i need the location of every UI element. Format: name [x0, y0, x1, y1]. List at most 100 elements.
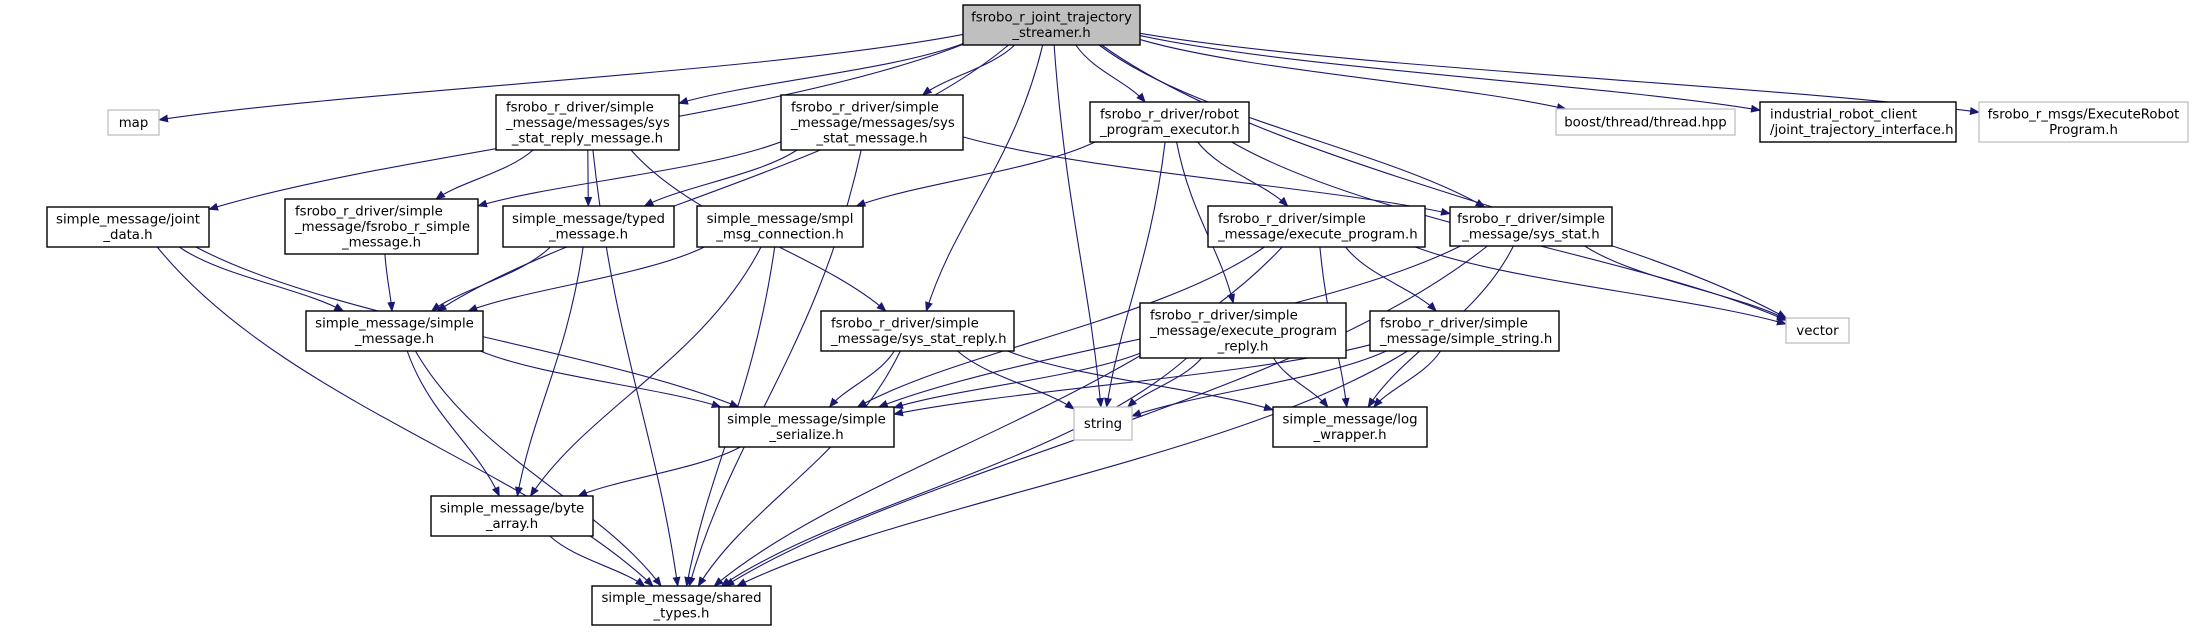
- node-execute-program-reply[interactable]: fsrobo_r_driver/simple_message/execute_p…: [1139, 302, 1347, 359]
- node-label-line: _message/sys_stat_reply.h: [830, 332, 1007, 347]
- edge-simple_string-to-shared_types: [736, 350, 1408, 587]
- node-label-line: _msg_connection.h: [715, 228, 844, 243]
- edge-root-to-map: [158, 33, 964, 123]
- edge-root-to-sys_stat: [1098, 44, 1486, 208]
- node-map: map: [107, 109, 160, 136]
- node-label-line: industrial_robot_client: [1770, 108, 1917, 123]
- node-box: [107, 109, 160, 136]
- edge-sys_stat_reply-to-simple_serialize: [828, 350, 895, 408]
- node-box: [1759, 101, 1957, 143]
- node-box: [430, 495, 594, 537]
- node-label-line: _message/messages/sys: [790, 116, 955, 131]
- node-label-line: _streamer.h: [1011, 26, 1090, 41]
- node-label-line: string: [1084, 417, 1122, 432]
- node-label-line: fsrobo_r_driver/robot: [1100, 108, 1239, 123]
- node-box: [780, 94, 964, 151]
- edge-root-to-robot_program_executor: [1075, 44, 1146, 103]
- node-typed-message[interactable]: simple_message/typed_message.h: [502, 205, 675, 248]
- node-fsrobo-r-simple-message[interactable]: fsrobo_r_driver/simple_message/fsrobo_r_…: [284, 198, 479, 255]
- node-box: [1449, 206, 1613, 247]
- edge-joint_data-to-shared_types: [156, 246, 654, 587]
- node-label-line: _stat_message.h: [815, 131, 927, 146]
- edge-simple_message-to-shared_types: [414, 350, 662, 587]
- node-sys-stat[interactable]: fsrobo_r_driver/simple_message/sys_stat.…: [1449, 206, 1613, 247]
- node-simple-message[interactable]: simple_message/simple_message.h: [305, 310, 484, 352]
- node-boost-thread: boost/thread/thread.hpp: [1555, 108, 1736, 136]
- node-label-line: _message/fsrobo_r_simple: [294, 220, 470, 235]
- edge-robot_program_executor-to-smpl_msg_connection: [855, 141, 1096, 207]
- node-box: [718, 406, 895, 448]
- node-box: [1272, 406, 1428, 448]
- node-label-line: fsrobo_r_driver/simple: [506, 100, 654, 115]
- node-label-line: simple_message/simple: [727, 413, 886, 428]
- node-robot-program-executor[interactable]: fsrobo_r_driver/robot_program_executor.h: [1089, 101, 1250, 143]
- edge-simple_string-to-log_wrapper: [1373, 350, 1442, 408]
- edge-execute_program-to-vector: [1415, 246, 1787, 326]
- node-label-line: fsrobo_r_joint_trajectory: [971, 11, 1132, 26]
- node-sys-stat-message[interactable]: fsrobo_r_driver/simple_message/messages/…: [780, 94, 964, 151]
- edge-execute_program_reply-to-simple_serialize: [893, 352, 1141, 409]
- node-execute-program[interactable]: fsrobo_r_driver/simple_message/execute_p…: [1207, 205, 1426, 248]
- node-label-line: simple_message/typed: [512, 212, 665, 227]
- node-box: [1073, 406, 1133, 441]
- node-label-line: fsrobo_r_driver/simple: [791, 100, 939, 115]
- node-box: [1978, 101, 2189, 143]
- node-root[interactable]: fsrobo_r_joint_trajectory_streamer.h: [962, 4, 1141, 46]
- edge-sys_stat_reply_message-to-typed_message: [584, 149, 593, 207]
- node-box: [1785, 317, 1850, 344]
- node-sys-stat-reply-message[interactable]: fsrobo_r_driver/simple_message/messages/…: [495, 94, 680, 151]
- edge-execute_program-to-simple_string: [1345, 246, 1437, 312]
- node-box: [962, 4, 1141, 46]
- node-sys-stat-reply[interactable]: fsrobo_r_driver/simple_message/sys_stat_…: [820, 310, 1015, 352]
- node-box: [1089, 101, 1250, 143]
- node-box: [46, 206, 210, 248]
- node-smpl-msg-connection[interactable]: simple_message/smpl_msg_connection.h: [696, 205, 864, 248]
- edge-smpl_msg_connection-to-byte_array: [529, 246, 762, 497]
- node-label-line: _message.h: [341, 235, 421, 250]
- edge-simple_message-to-byte_array: [406, 350, 500, 497]
- edge-root-to-sys_stat_reply: [925, 44, 1044, 312]
- node-log-wrapper[interactable]: simple_message/log_wrapper.h: [1272, 406, 1428, 448]
- node-box: [1139, 302, 1347, 359]
- node-label-line: _message/sys_stat.h: [1461, 228, 1599, 243]
- node-box: [1369, 310, 1560, 352]
- node-box: [495, 94, 680, 151]
- edge-robot_program_executor-to-execute_program: [1197, 141, 1289, 207]
- node-joint-data[interactable]: simple_message/joint_data.h: [46, 206, 210, 248]
- edges-layer: [156, 32, 1980, 587]
- node-label-line: _data.h: [102, 228, 152, 243]
- node-label-line: _message/execute_program.h: [1217, 228, 1418, 243]
- node-label-line: simple_message/smpl: [707, 212, 854, 227]
- node-joint-trajectory-interface[interactable]: industrial_robot_client/joint_trajectory…: [1759, 101, 1957, 143]
- edge-sys_stat_message-to-sys_stat: [962, 136, 1451, 216]
- node-label-line: _message.h: [354, 332, 434, 347]
- node-box: [502, 205, 675, 248]
- edge-sys_stat_reply-to-shared_types: [697, 350, 901, 587]
- node-shared-types[interactable]: simple_message/shared_types.h: [591, 585, 772, 626]
- node-label-line: simple_message/simple: [315, 317, 474, 332]
- node-label-line: fsrobo_r_driver/simple: [1150, 308, 1298, 323]
- edge-joint_data-to-simple_message: [178, 246, 345, 312]
- node-label-line: _wrapper.h: [1312, 428, 1386, 443]
- edge-root-to-sys_stat_message: [921, 44, 1016, 96]
- edge-simple_serialize-to-byte_array: [577, 446, 741, 497]
- edge-execute_program_reply-to-log_wrapper: [1273, 357, 1329, 408]
- node-simple-string[interactable]: fsrobo_r_driver/simple_message/simple_st…: [1369, 310, 1560, 352]
- edge-root-to-vector: [1101, 44, 1788, 319]
- node-label-line: _reply.h: [1217, 339, 1269, 354]
- edge-root-to-sys_stat_reply_message: [678, 43, 964, 105]
- node-box: [1555, 108, 1736, 136]
- node-label-line: fsrobo_r_msgs/ExecuteRobot: [1988, 108, 2180, 123]
- node-label-line: _array.h: [485, 517, 538, 532]
- node-byte-array[interactable]: simple_message/byte_array.h: [430, 495, 594, 537]
- edge-robot_program_executor-to-string: [1104, 141, 1166, 408]
- edge-sys_stat-to-vector: [1584, 245, 1787, 320]
- node-label-line: map: [119, 116, 149, 131]
- node-label-line: simple_message/joint: [56, 213, 200, 228]
- edge-typed_message-to-byte_array: [515, 246, 584, 497]
- node-box: [1207, 205, 1426, 248]
- node-label-line: vector: [1796, 324, 1839, 339]
- node-simple-serialize[interactable]: simple_message/simple_serialize.h: [718, 406, 895, 448]
